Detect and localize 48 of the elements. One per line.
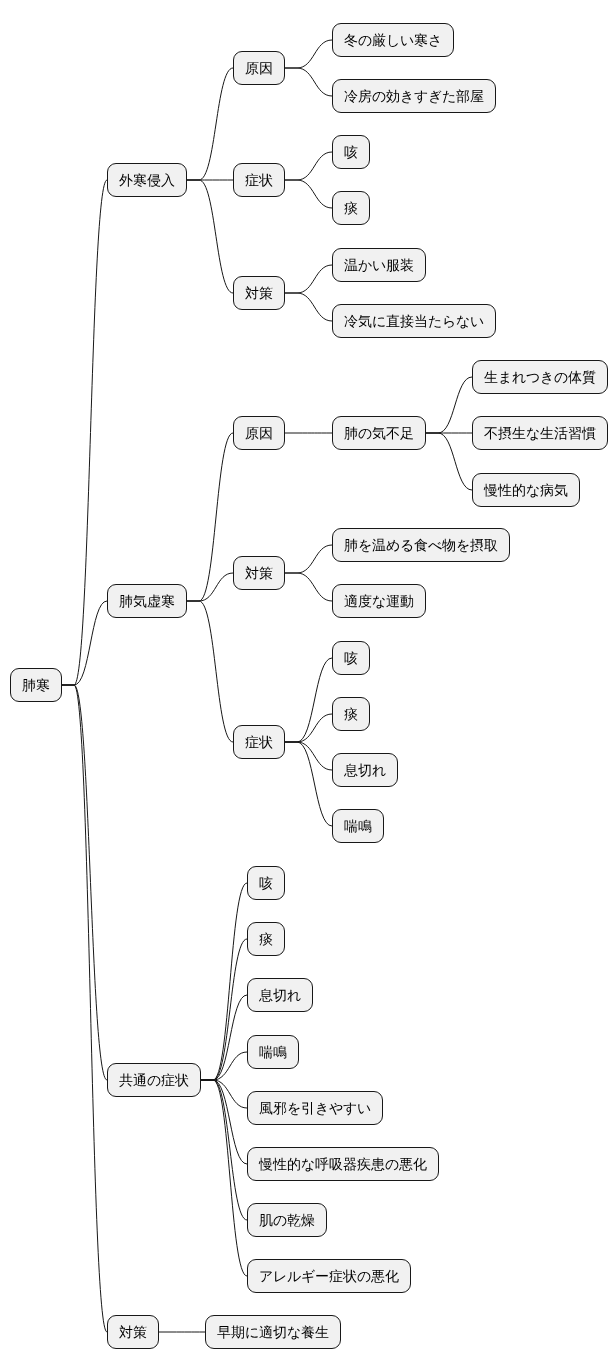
topic-box: 慢性的な呼吸器疾患の悪化 bbox=[247, 1147, 439, 1181]
topic-box: 外寒侵入 bbox=[107, 163, 187, 197]
connector-line bbox=[425, 432, 473, 491]
topic-box: 風邪を引きやすい bbox=[247, 1091, 383, 1125]
topic-box: 症状 bbox=[233, 163, 285, 197]
connector-line bbox=[200, 1079, 248, 1277]
topic-box: 共通の症状 bbox=[107, 1063, 201, 1097]
topic-box: 早期に適切な養生 bbox=[205, 1315, 341, 1349]
connector-line bbox=[186, 600, 234, 743]
topic-box: 肺の気不足 bbox=[332, 416, 426, 450]
topic-box: 対策 bbox=[233, 276, 285, 310]
topic-box: 喘鳴 bbox=[332, 809, 384, 843]
connector-line bbox=[284, 741, 333, 827]
connector-line bbox=[284, 572, 333, 602]
topic-box: 冷気に直接当たらない bbox=[332, 304, 496, 338]
topic-box: 生まれつきの体質 bbox=[472, 360, 608, 394]
topic-box: 咳 bbox=[332, 135, 370, 169]
topic-box: 肌の乾燥 bbox=[247, 1203, 327, 1237]
topic-box: アレルギー症状の悪化 bbox=[247, 1259, 411, 1293]
connector-line bbox=[61, 684, 108, 1333]
topic-box: 肺を温める食べ物を摂取 bbox=[332, 528, 510, 562]
connector-line bbox=[158, 1331, 206, 1333]
topic-box: 慢性的な病気 bbox=[472, 473, 580, 507]
topic-box: 冷房の効きすぎた部屋 bbox=[332, 79, 496, 113]
connector-line bbox=[284, 432, 333, 434]
connector-line bbox=[186, 179, 234, 294]
topic-box: 痰 bbox=[332, 191, 370, 225]
topic-box: 対策 bbox=[107, 1315, 159, 1349]
topic-box: 冬の厳しい寒さ bbox=[332, 23, 454, 57]
topic-box: 対策 bbox=[233, 556, 285, 590]
topic-box: 咳 bbox=[247, 866, 285, 900]
topic-box: 息切れ bbox=[332, 753, 398, 787]
topic-box: 咳 bbox=[332, 641, 370, 675]
topic-box: 原因 bbox=[233, 416, 285, 450]
topic-box: 適度な運動 bbox=[332, 584, 426, 618]
topic-box: 痰 bbox=[332, 697, 370, 731]
connector-line bbox=[284, 179, 333, 209]
topic-box: 不摂生な生活習慣 bbox=[472, 416, 608, 450]
topic-box: 温かい服装 bbox=[332, 248, 426, 282]
connector-line bbox=[284, 292, 333, 322]
topic-box: 肺気虚寒 bbox=[107, 584, 187, 618]
topic-box: 痰 bbox=[247, 922, 285, 956]
topic-box: 原因 bbox=[233, 51, 285, 85]
topic-box: 息切れ bbox=[247, 978, 313, 1012]
topic-box: 症状 bbox=[233, 725, 285, 759]
topic-box: 喘鳴 bbox=[247, 1035, 299, 1069]
connector-line bbox=[284, 67, 333, 97]
topic-box: 肺寒 bbox=[10, 668, 62, 702]
